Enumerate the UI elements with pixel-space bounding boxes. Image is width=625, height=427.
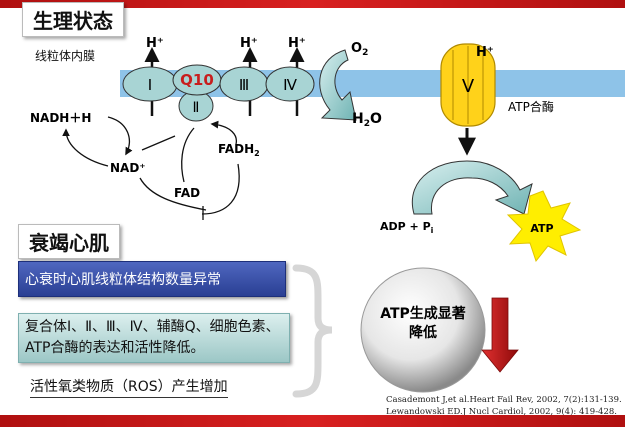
complex-2-label: Ⅱ (193, 100, 200, 116)
section-title-heart-failure: 衰竭心肌 (18, 224, 120, 259)
nadh-arrow (107, 116, 133, 156)
proton-label-1: H⁺ (146, 36, 164, 51)
summary-brace (292, 264, 333, 398)
proton-label-3: H⁺ (288, 36, 306, 51)
finding-structure-text: 心衰时心肌线粒体结构数量异常 (25, 272, 221, 288)
oxygen-label: O2 (351, 41, 368, 58)
atp-synthase-symbol: Ⅴ (462, 76, 475, 97)
coenzyme-q10-label: Q10 (180, 71, 214, 89)
finding-expression-text: 复合体Ⅰ、Ⅱ、Ⅲ、Ⅳ、辅酶Q、细胞色素、ATP合酶的表达和活性降低。 (25, 319, 280, 356)
proton-arrows (144, 47, 305, 116)
complex-3-label: Ⅲ (239, 76, 249, 94)
complex1-to-nad-line (141, 135, 176, 151)
top-accent-bar (0, 0, 625, 8)
decrease-arrow (481, 297, 519, 373)
complex-4-label: Ⅳ (283, 76, 297, 94)
complex2-to-fad-line (181, 127, 195, 183)
section-title-physiology: 生理状态 (22, 2, 124, 37)
adp-pi-label: ADP + Pi (380, 220, 434, 235)
finding-structure-box: 心衰时心肌线粒体结构数量异常 (18, 261, 286, 297)
reference-1: Casademont J,et al.Heart Fail Rev, 2002,… (386, 395, 622, 405)
result-line-1: ATP生成显著 (380, 305, 466, 322)
atp-star-label: ATP (530, 222, 553, 235)
reference-2: Lewandowski ED.J Nucl Cardiol, 2002, 9(4… (386, 407, 617, 417)
membrane-label: 线粒体内膜 (35, 48, 95, 63)
nad-label: NAD⁺ (110, 161, 146, 175)
water-label: H2O (352, 111, 382, 129)
proton-label-2: H⁺ (240, 36, 258, 51)
complex-4 (265, 66, 315, 102)
adp-to-atp-arrow (411, 160, 533, 215)
nad-to-fad-line (139, 177, 207, 211)
finding-expression-box: 复合体Ⅰ、Ⅱ、Ⅲ、Ⅳ、辅酶Q、细胞色素、ATP合酶的表达和活性降低。 (18, 313, 290, 363)
nad-return-arrow (62, 128, 109, 167)
atp-star-burst (506, 190, 582, 263)
proton-label-synthase: H⁺ (476, 45, 494, 60)
nadh-label: NADH＋H (30, 111, 91, 125)
complex-1-label: Ⅰ (148, 76, 152, 94)
bottom-accent-bar (0, 415, 625, 427)
fadh2-label: FADH2 (218, 142, 260, 158)
result-line-2: 降低 (409, 324, 437, 341)
fadh2-to-complex2-arrow (210, 120, 238, 145)
atp-synthase-label: ATP合酶 (508, 99, 554, 114)
result-sphere (360, 267, 486, 393)
oxygen-to-water-arrow (319, 49, 357, 121)
fadh2-loop-arrow (201, 163, 240, 215)
finding-ros-text: 活性氧类物质（ROS）产生增加 (30, 376, 228, 398)
fad-label: FAD (174, 186, 200, 200)
